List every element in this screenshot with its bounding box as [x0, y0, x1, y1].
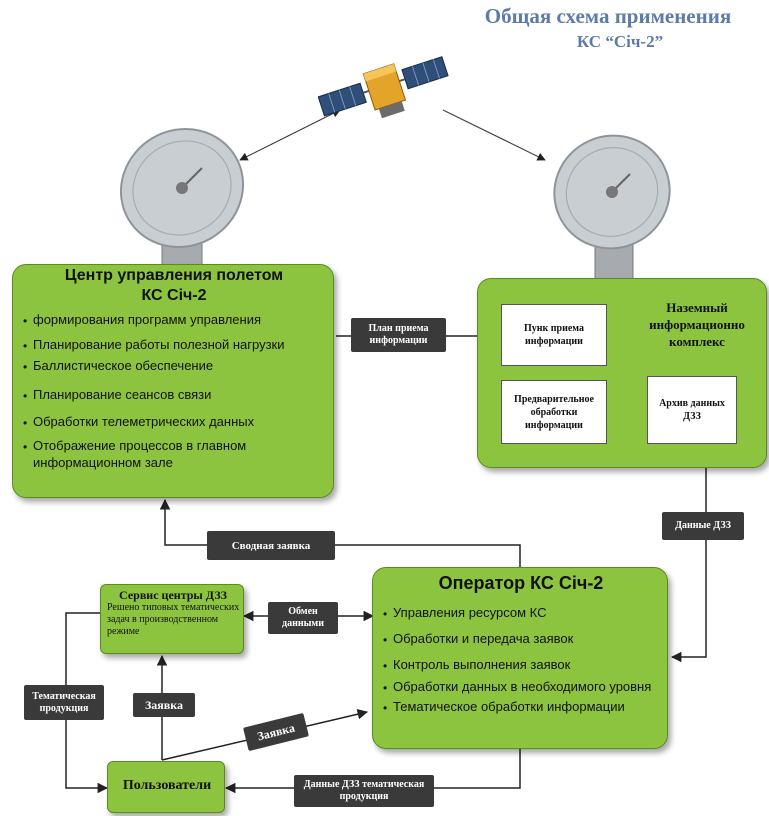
list-item: Обработки и передача заявок: [383, 630, 667, 649]
satellite-icon: [318, 56, 449, 119]
archive-box: Архив данных ДЗЗ: [647, 376, 737, 444]
rs-data-thematic-label: Данные ДЗЗ тематическая продукция: [294, 775, 434, 807]
reception-point-box: Пунк приема информации: [501, 304, 607, 366]
list-item: Контроль выполнения заявок: [383, 656, 667, 675]
list-item: Планирование работы полезной нагрузки: [23, 336, 329, 355]
list-item: Отображение процессов в главном информац…: [23, 437, 329, 471]
list-item: Планирование сеансов связи: [23, 386, 329, 405]
list-item: Обработки данных в необходимого уровня: [383, 679, 667, 696]
rs-data-label: Данные ДЗЗ: [662, 512, 744, 540]
operator-box: Оператор КС Січ-2 Управления ресурсом КС…: [372, 567, 668, 749]
list-item: Обработки телеметрических данных: [23, 413, 329, 432]
service-center-description: Решено типовых тематических задач в прои…: [107, 602, 240, 637]
thematic-products-label: Тематическая продукция: [24, 685, 104, 720]
ground-complex-title: Наземный информационно комплекс: [649, 300, 745, 349]
satellite-dish-icon: [119, 127, 245, 278]
list-item: Управления ресурсом КС: [383, 604, 667, 623]
control-center-title: Центр управления полетом: [64, 267, 284, 284]
service-center-box: Сервис центры ДЗЗ Решено типовых тематич…: [100, 584, 244, 654]
data-exchange-label: Обмен данными: [268, 602, 338, 634]
users-title: Пользователи: [122, 778, 212, 793]
control-center-box: Центр управления полетом КС Січ-2 формир…: [12, 264, 334, 498]
operator-list: Управления ресурсом КС Обработки и перед…: [383, 604, 667, 717]
diagram-subtitle: КС “Січ-2”: [576, 32, 664, 51]
service-center-title: Сервис центры ДЗЗ: [119, 588, 227, 602]
request-up-label: Заявка: [133, 693, 195, 717]
diagram-title: Общая схема применения: [484, 4, 732, 28]
list-item: Тематическое обработки информации: [383, 698, 667, 717]
summary-request-label: Сводная заявка: [207, 531, 335, 560]
control-center-subtitle: КС Січ-2: [141, 287, 207, 304]
list-item: Баллистическое обеспечение: [23, 357, 329, 376]
users-box: Пользователи: [107, 761, 225, 813]
control-center-list: формирования программ управления Планиро…: [23, 311, 329, 471]
operator-title: Оператор КС Січ-2: [438, 573, 604, 593]
list-item: формирования программ управления: [23, 311, 329, 330]
preprocessing-box: Предварительное обработки информации: [501, 380, 607, 444]
reception-plan-label: План приема информации: [351, 318, 446, 352]
satellite-dish-icon: [553, 134, 671, 282]
